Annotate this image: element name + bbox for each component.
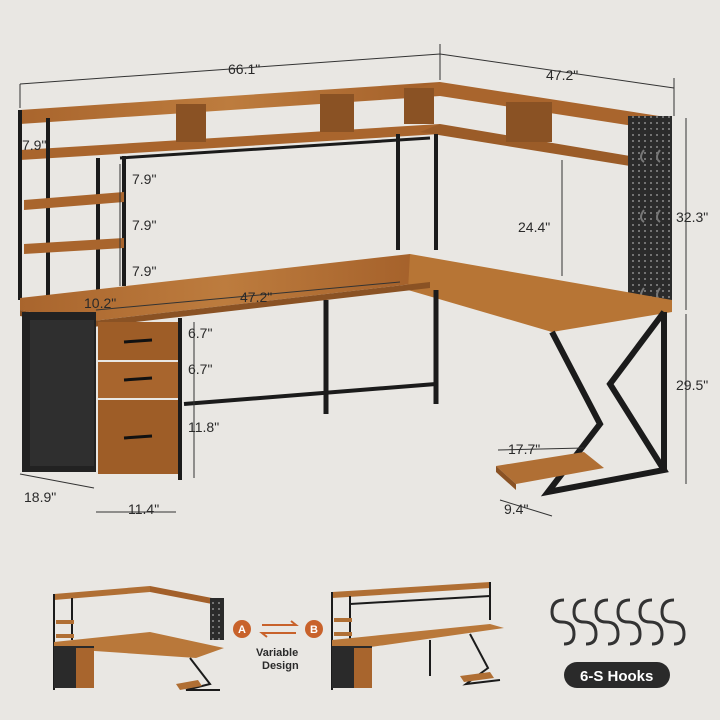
- variant-caption-line1: Variable: [256, 647, 298, 659]
- s-hook-icon: [660, 598, 686, 646]
- dim-hutch-clearance: 24.4": [518, 219, 550, 235]
- side-shelf: [24, 192, 124, 210]
- dim-shelf-depth-right: 7.9": [636, 121, 660, 137]
- dim-drawer-2: 6.7": [188, 361, 212, 377]
- variant-a-thumbnail: [53, 586, 224, 691]
- pegboard-hook: [640, 149, 661, 301]
- hutch-divider: [320, 94, 354, 132]
- hutch-divider: [404, 88, 434, 124]
- drawer-handle: [123, 338, 153, 344]
- dimension-lines: [19, 44, 687, 517]
- side-shelf: [24, 238, 124, 254]
- variant-b-thumbnail: [331, 582, 504, 690]
- desk-illustration: [18, 82, 672, 497]
- dim-shelf-depth-left: 7.9": [22, 137, 46, 153]
- s-hook-icon: [572, 598, 598, 646]
- hooks-badge: [564, 662, 670, 688]
- hutch-divider: [506, 102, 552, 142]
- s-hook-icon: [550, 598, 576, 646]
- dimension-labels: 66.1" 47.2" 7.9" 7.9" 7.9" 7.9" 7.9" 24.…: [22, 61, 708, 517]
- cpu-stand: [496, 452, 604, 484]
- hooks-label: 6-S Hooks: [580, 668, 653, 685]
- variant-b-badge: [305, 620, 323, 638]
- hutch-lower-right: [420, 124, 630, 166]
- dim-top-width: 66.1": [228, 61, 260, 77]
- s-hook-icon: [638, 598, 664, 646]
- pegboard: [628, 116, 672, 308]
- s-hook-icon: [616, 598, 642, 646]
- desk-top-main: [20, 254, 430, 322]
- desk-top-return: [408, 254, 672, 332]
- variant-caption-line2: Design: [262, 660, 299, 672]
- dim-desk-height: 29.5": [676, 377, 708, 393]
- dim-cabinet-width: 11.4": [128, 501, 159, 517]
- dim-cabinet-depth: 18.9": [24, 489, 56, 505]
- dim-cpu-stand-width: 9.4": [504, 501, 528, 517]
- dim-shelf-gap-3: 7.9": [132, 263, 156, 279]
- variant-b-label: B: [310, 624, 318, 636]
- swap-arrows-icon: [259, 620, 299, 638]
- k-frame-leg: [540, 310, 669, 497]
- s-hook-icon: [594, 598, 620, 646]
- drawer-handle: [123, 434, 153, 440]
- variant-a-badge: [233, 620, 251, 638]
- hutch-frame: [119, 136, 431, 160]
- desk-rail: [183, 382, 437, 406]
- dim-shelf-width: 10.2": [84, 295, 116, 311]
- drawer-handle: [123, 376, 153, 382]
- hutch-top-left: [20, 82, 440, 124]
- dim-drawer-1: 6.7": [188, 325, 212, 341]
- dim-shelf-gap-1: 7.9": [132, 171, 156, 187]
- hutch-lower-left: [20, 124, 440, 160]
- dim-cpu-stand-length: 17.7": [508, 441, 540, 457]
- s-hooks: 6-S Hooks: [550, 598, 686, 688]
- dim-desk-length: 47.2": [240, 289, 272, 305]
- dim-shelf-gap-2: 7.9": [132, 217, 156, 233]
- cpu-stand-edge: [496, 466, 516, 490]
- variant-switch: A B Variable Design: [233, 620, 323, 672]
- dim-hutch-height: 32.3": [676, 209, 708, 225]
- variant-a-label: A: [238, 624, 246, 636]
- cabinet-fabric: [30, 320, 94, 466]
- dim-drawer-3: 11.8": [188, 419, 219, 435]
- hutch-divider: [176, 104, 206, 142]
- dim-side-width: 47.2": [546, 67, 578, 83]
